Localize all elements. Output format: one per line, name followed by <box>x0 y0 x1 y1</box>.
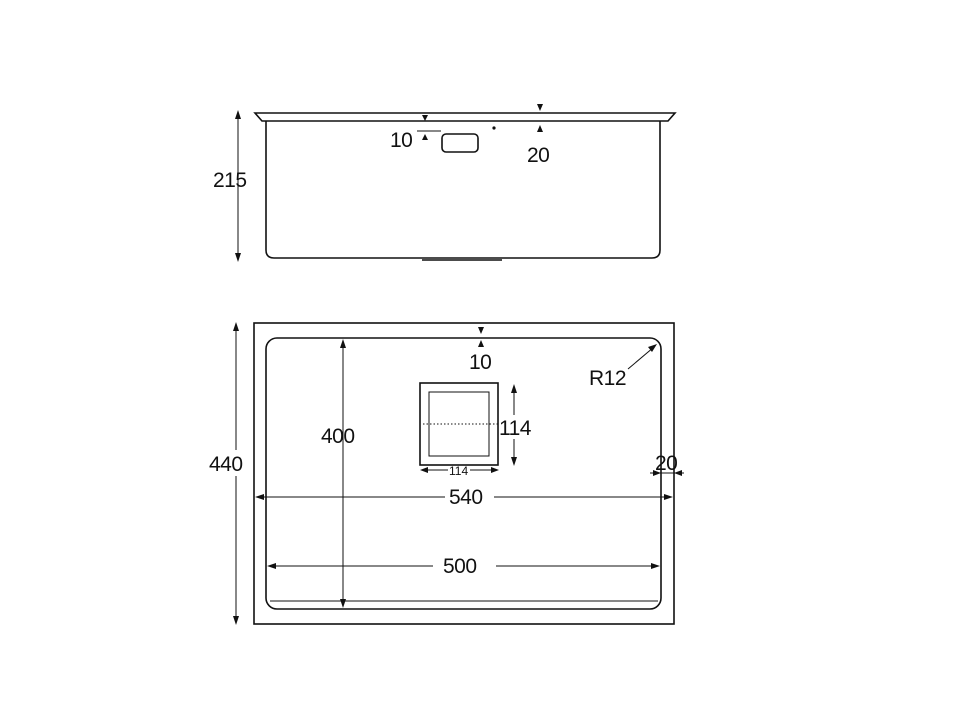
dim-20-top-arrow-right <box>674 470 682 476</box>
dim-20-top-arrow-left <box>653 470 661 476</box>
dim-540-arrow-left <box>255 494 264 500</box>
dim-114-width-arrow-right <box>491 467 499 473</box>
dim-440-label: 440 <box>209 453 243 476</box>
drain-inner-square <box>428 391 490 457</box>
dim-500-label: 500 <box>443 555 477 578</box>
dim-500-arrow-right <box>651 563 660 569</box>
side-rim <box>253 112 677 122</box>
top-view: 440 400 10 R12 114 114 20 <box>206 322 684 625</box>
side-overflow-slot <box>441 133 479 153</box>
dim-215-arrow-bottom <box>235 253 241 262</box>
side-small-dot <box>492 126 496 130</box>
dim-10-side-arrow-bottom <box>422 134 428 140</box>
dim-114-height-label-bg <box>499 415 535 439</box>
dim-20-side-arrow-top <box>537 104 543 111</box>
dim-20-side-label: 20 <box>527 144 549 167</box>
dim-10-top-label: 10 <box>469 351 491 374</box>
dim-r12-arrow <box>648 344 657 352</box>
dim-10-side-label: 10 <box>390 129 412 152</box>
dim-114-width-arrow-left <box>420 467 428 473</box>
dim-540-label: 540 <box>449 486 483 509</box>
dim-10-top-arrow-top <box>478 327 484 334</box>
dim-114-height-arrow-top <box>511 384 517 393</box>
dim-440-arrow-top <box>233 322 239 331</box>
dim-215-arrow-top <box>235 110 241 119</box>
dim-440-label-bg <box>206 450 248 476</box>
side-view: 215 10 20 <box>213 104 677 262</box>
dim-114-height-label: 114 <box>499 417 532 440</box>
dim-500-arrow-left <box>267 563 276 569</box>
dim-r12-leader <box>627 346 655 370</box>
dim-400-label: 400 <box>321 425 355 448</box>
dim-10-side-arrow-top <box>422 115 428 121</box>
dim-400-arrow-top <box>340 339 346 348</box>
dim-400-arrow-bottom <box>340 599 346 608</box>
dim-540-arrow-right <box>664 494 673 500</box>
side-bowl <box>265 121 661 259</box>
dim-20-side-arrow-bottom <box>537 125 543 132</box>
dim-114-height-arrow-bottom <box>511 457 517 466</box>
dim-114-width-label: 114 <box>449 464 468 478</box>
dim-440-arrow-bottom <box>233 616 239 625</box>
dim-10-top-arrow-bottom <box>478 340 484 347</box>
dim-215-label: 215 <box>213 169 247 192</box>
dim-20-top-label: 20 <box>655 452 677 475</box>
dim-r12-label: R12 <box>589 367 626 390</box>
